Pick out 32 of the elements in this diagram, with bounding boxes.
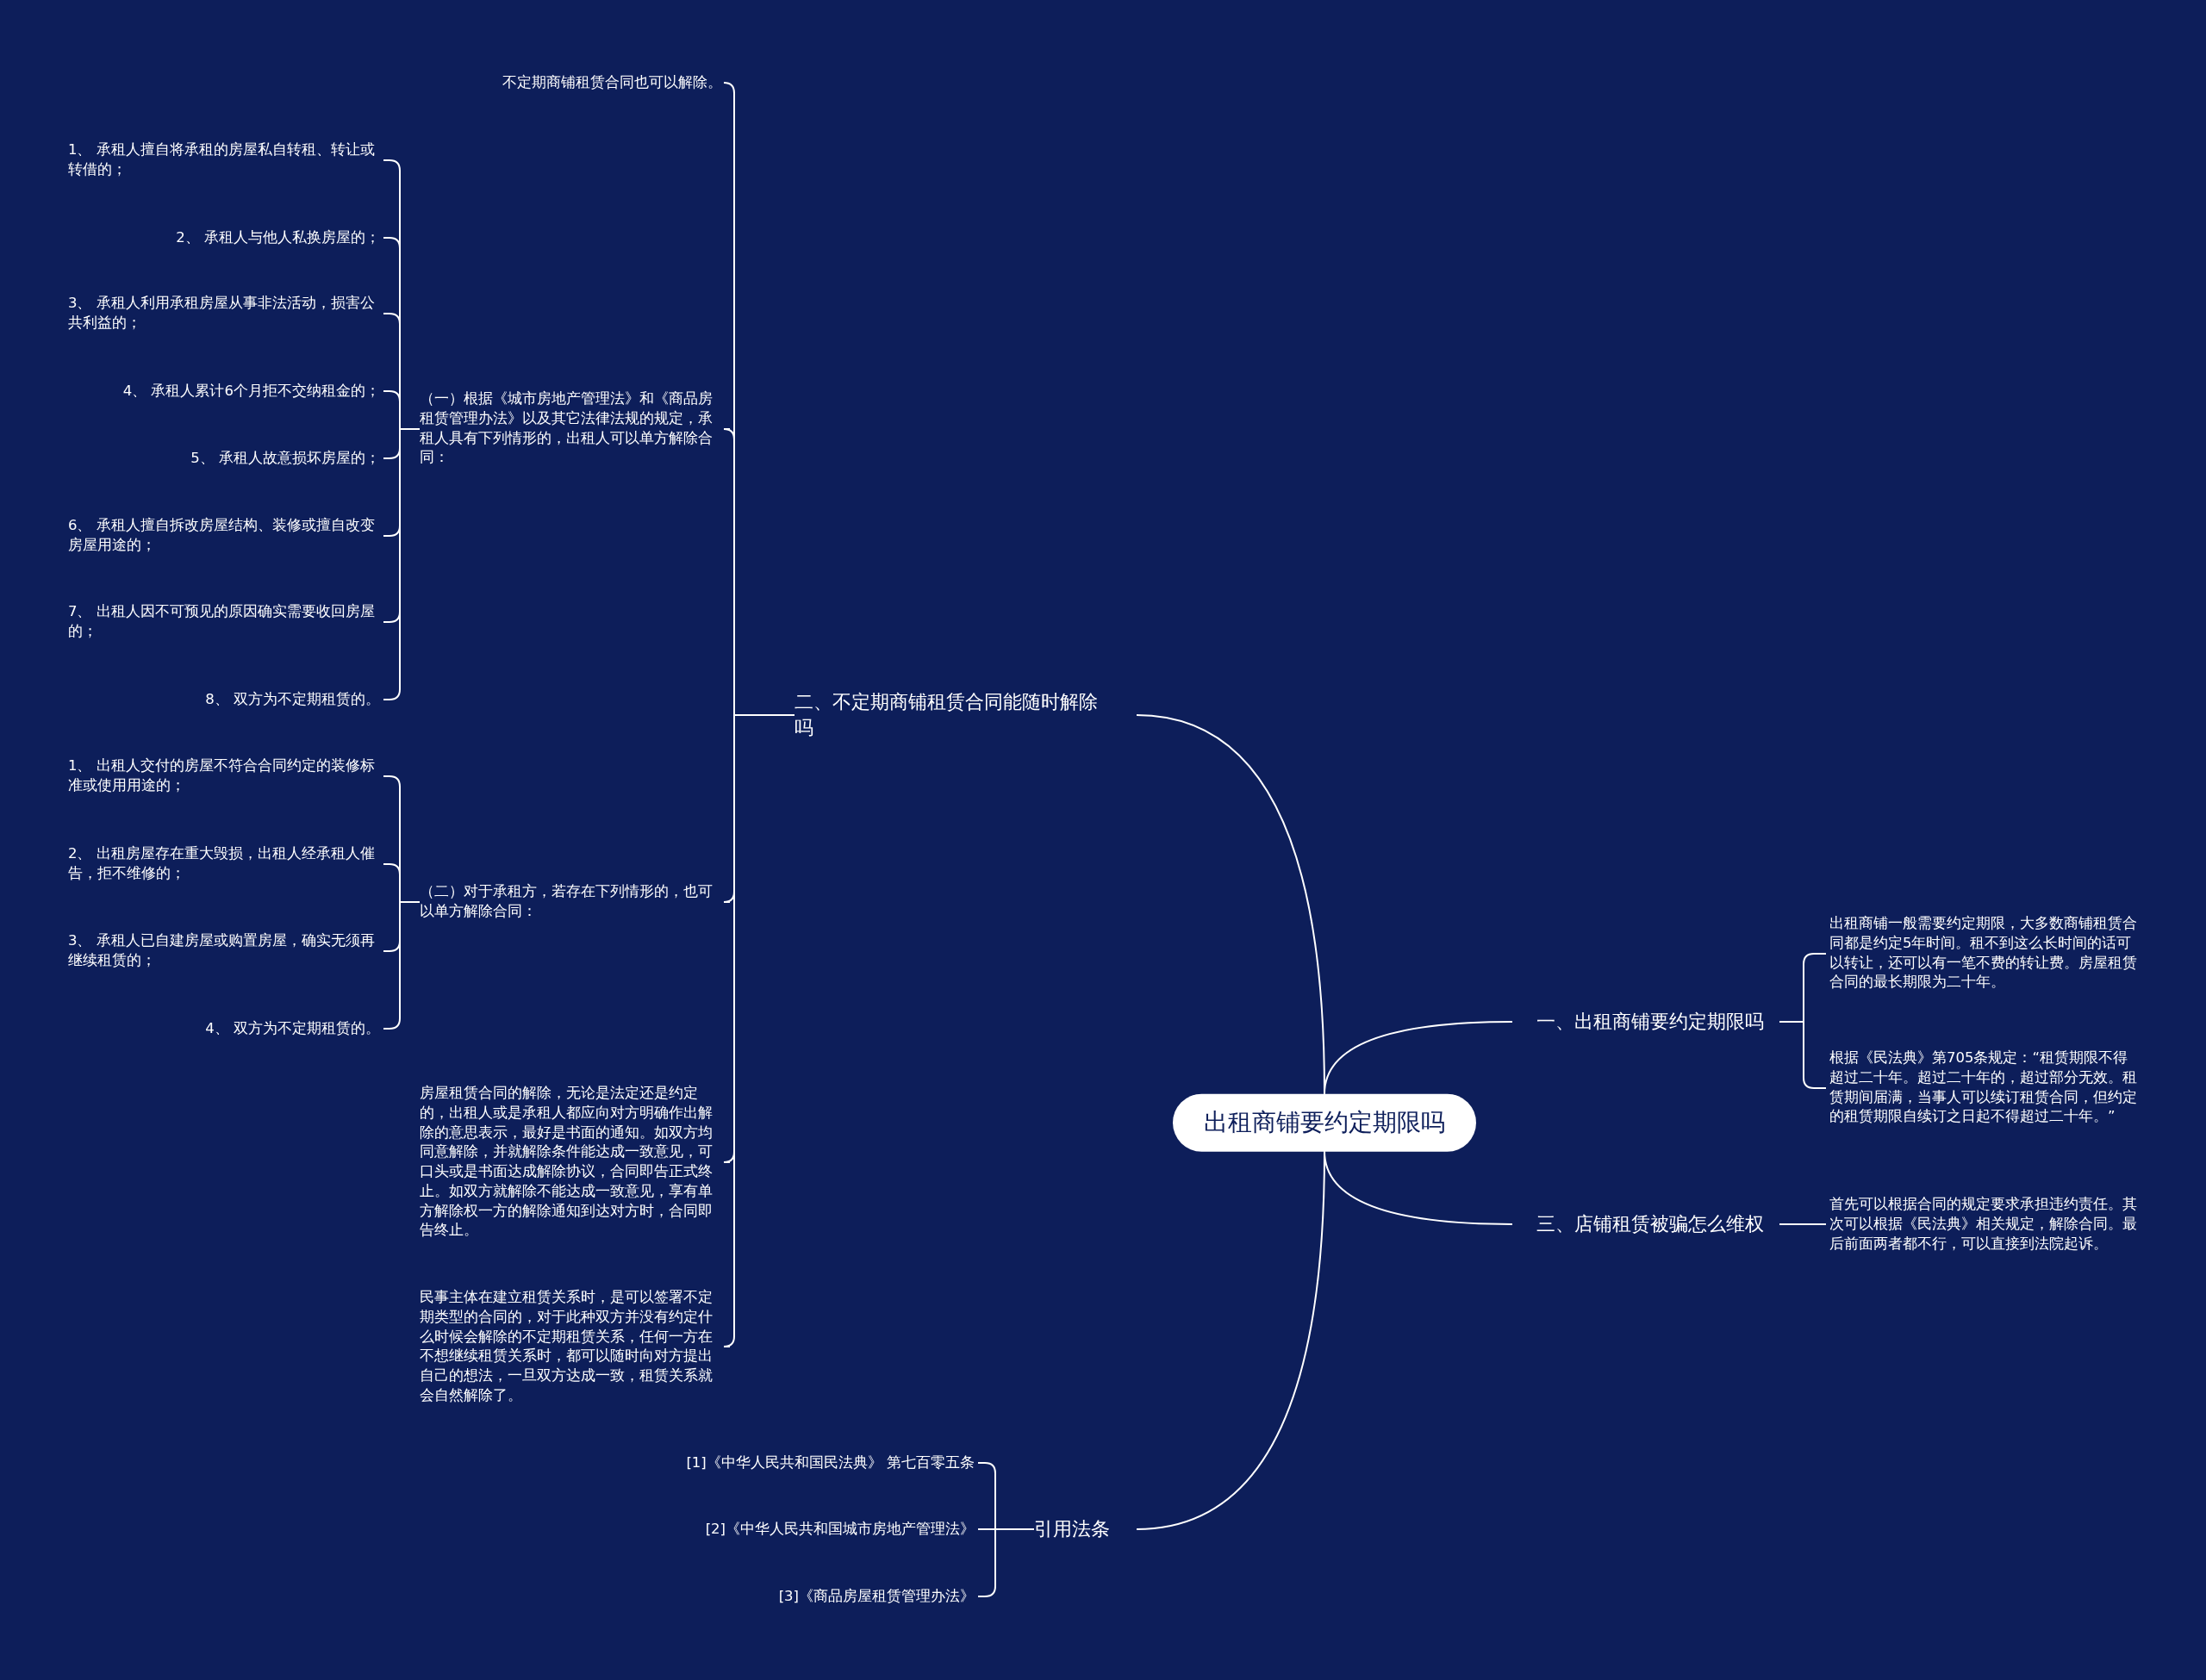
branch-topic: 引用法条 (1034, 1515, 1137, 1543)
topic-text: 出租商铺一般需要约定期限，大多数商铺租赁合同都是约定5年时间。租不到这么长时间的话可以转让，还可以有一笔不费的转让费。房屋租赁合同的最长期限为二十年。 (1829, 914, 2140, 993)
topic-text: 1、 出租人交付的房屋不符合合同约定的装修标准或使用用途的； (68, 756, 380, 796)
topic-text: 8、 双方为不定期租赁的。 (205, 689, 380, 710)
branch-topic: 一、出租商铺要约定期限吗 (1512, 1008, 1779, 1036)
topic-text: 1、 承租人擅自将承租的房屋私自转租、转让或转借的； (68, 140, 380, 180)
topic-text: 4、 双方为不定期租赁的。 (205, 1018, 380, 1039)
topic-text: 3、 承租人利用承租房屋从事非法活动，损害公共利益的； (68, 294, 380, 333)
branch-topic: 二、不定期商铺租赁合同能随时解除吗 (795, 688, 1137, 742)
topic-text: 民事主体在建立租赁关系时，是可以签署不定期类型的合同的，对于此种双方并没有约定什么时候会解除的不定期租赁关系，任何一方在不想继续租赁关系时，都可以随时向对方提出自己的想法，一旦双方达成一致，租赁关系就会自然解除了。 (420, 1287, 726, 1406)
connector-line (1324, 1021, 1513, 1095)
topic-text: （二）对于承租方，若存在下列情形的，也可以单方解除合同： (420, 882, 726, 922)
topic-text: 2、 承租人与他人私换房屋的； (176, 227, 380, 248)
bracket-line (1779, 1223, 1827, 1225)
topic-text: 5、 承租人故意损坏房屋的； (190, 448, 380, 469)
topic-text: [3]《商品房屋租赁管理办法》 (778, 1586, 975, 1607)
topic-text: 6、 承租人擅自拆改房屋结构、装修或擅自改变房屋用途的； (68, 516, 380, 556)
central-topic: 出租商铺要约定期限吗 (1173, 1093, 1476, 1152)
topic-text: （一）根据《城市房地产管理法》和《商品房租赁管理办法》以及其它法律法规的规定，承租人具有下列情形的，出租人可以单方解除合同： (420, 389, 726, 469)
topic-text: 首先可以根据合同的规定要求承担违约责任。其次可以根据《民法典》相关规定，解除合同。最后前面两者都不行，可以直接到法院起诉。 (1829, 1194, 2140, 1254)
topic-text: 不定期商铺租赁合同也可以解除。 (502, 72, 722, 93)
topic-text: 2、 出租房屋存在重大毁损，出租人经承租人催告，拒不维修的； (68, 844, 380, 884)
topic-text: 4、 承租人累计6个月拒不交纳租金的； (122, 381, 380, 401)
topic-text: [1]《中华人民共和国民法典》 第七百零五条 (686, 1453, 975, 1473)
topic-text: 房屋租赁合同的解除，无论是法定还是约定的，出租人或是承租人都应向对方明确作出解除的意思表示，最好是书面的通知。如双方均同意解除，并就解除条件能达成一致意见，可口头或是书面达成解除协议，合同即告正式终止。如双方就解除不能达成一致意见，享有单方解除权一方的解除通知到达对方时，合同即告终止。 (420, 1083, 726, 1241)
topic-text: 根据《民法典》第705条规定：“租赁期限不得超过二十年。超过二十年的，超过部分无效。租赁期间届满，当事人可以续订租赁合同，但约定的租赁期限自续订之日起不得超过二十年。” (1829, 1048, 2140, 1128)
topic-text: [2]《中华人民共和国城市房地产管理法》 (705, 1519, 975, 1540)
topic-text: 3、 承租人已自建房屋或购置房屋，确实无须再继续租赁的； (68, 931, 380, 971)
branch-topic: 三、店铺租赁被骗怎么维权 (1512, 1210, 1779, 1238)
topic-text: 7、 出租人因不可预见的原因确实需要收回房屋的； (68, 602, 380, 642)
bracket-line (723, 714, 795, 1347)
connector-line (1136, 1150, 1325, 1530)
